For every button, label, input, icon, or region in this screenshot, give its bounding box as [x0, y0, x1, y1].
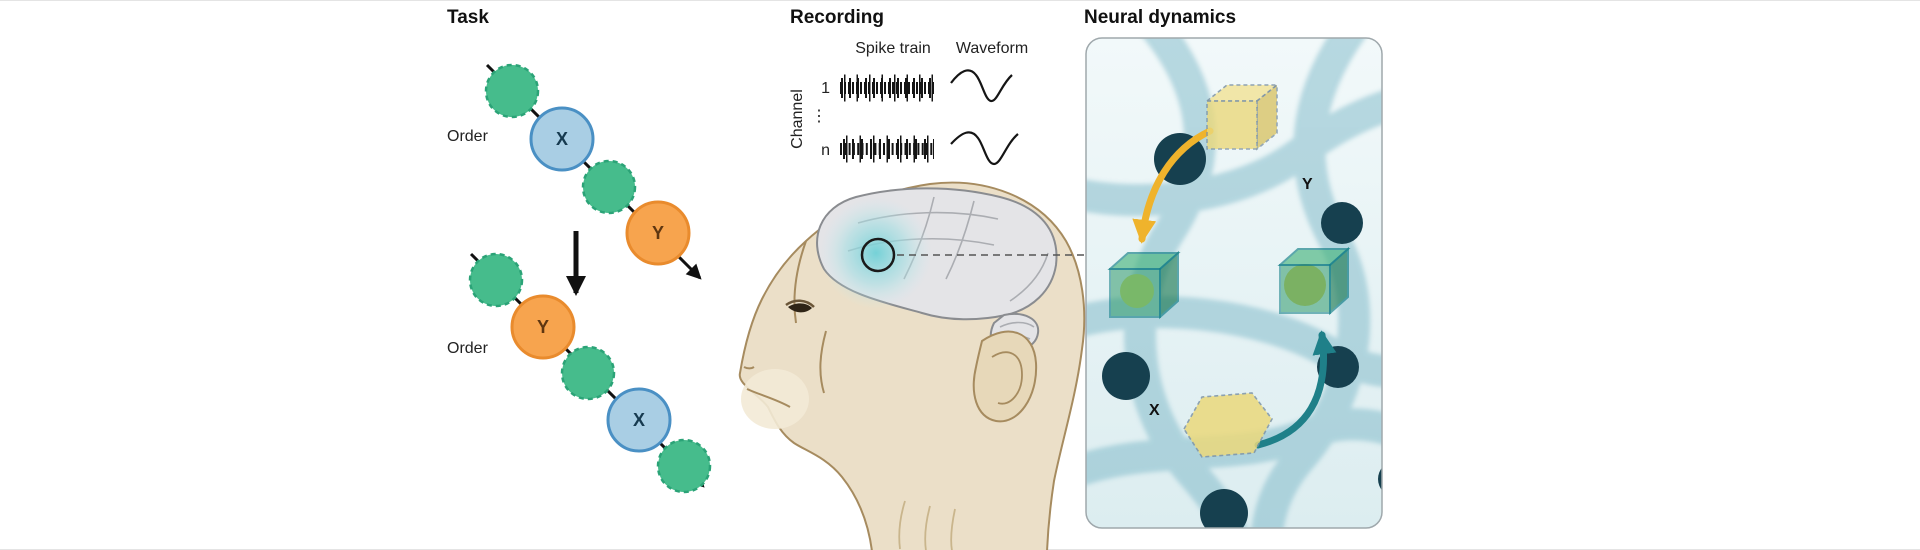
- item-circle-x: [606, 387, 672, 453]
- network-node: [1102, 352, 1150, 400]
- state-cube-y-top: [1204, 83, 1280, 151]
- channel-ellipsis: ⋮: [811, 108, 827, 125]
- task-sequence-2: Order Y X: [447, 252, 712, 494]
- monkey-head: [738, 181, 1086, 550]
- item-circle-green: [468, 252, 524, 308]
- network-panel-border: [1085, 37, 1383, 529]
- task-panel: Task Order X Y Order Y X: [447, 7, 712, 494]
- item-circle-green: [560, 345, 616, 401]
- cube-front-face: [1206, 100, 1258, 150]
- state-cube-green-right: [1277, 246, 1351, 316]
- cube-front-face: [1279, 264, 1331, 314]
- waveform-header: Waveform: [956, 40, 1028, 57]
- sequence-1-order-label: Order: [447, 128, 489, 145]
- channel-last-label: n: [821, 142, 830, 159]
- item-x-label: X: [633, 410, 645, 430]
- waveform-channel-n: [950, 131, 1019, 166]
- monkey-face-lines: [743, 240, 827, 408]
- network-node: [1378, 461, 1382, 497]
- item-circle-x: [529, 106, 595, 172]
- channel-axis-label: Channel: [789, 89, 806, 149]
- item-circle-green: [484, 63, 540, 119]
- state-cube-x-bottom: [1183, 392, 1273, 458]
- spike-train-header: Spike train: [855, 40, 931, 57]
- neural-dynamics-title: Neural dynamics: [1084, 7, 1236, 28]
- monkey-eye: [788, 303, 812, 313]
- state-x-label: X: [1149, 402, 1160, 419]
- transition-arrow-teal: [1254, 330, 1337, 449]
- cube-top-face: [1204, 84, 1280, 102]
- network-node: [1200, 489, 1248, 528]
- network-node: [1317, 346, 1359, 388]
- item-circle-green: [656, 438, 712, 494]
- state-y-label: Y: [1302, 176, 1313, 193]
- recording-panel: Recording Spike train Waveform Channel 1…: [738, 7, 1086, 550]
- item-circle-y: [625, 200, 691, 266]
- item-circle-y: [510, 294, 576, 360]
- task-title: Task: [447, 7, 489, 28]
- item-y-label: Y: [537, 317, 549, 337]
- monkey-ear-inner: [991, 351, 1023, 405]
- monkey-ear: [972, 330, 1038, 423]
- monkey-brain: [816, 187, 1058, 353]
- recording-title: Recording: [790, 7, 884, 28]
- recording-site-glow: [820, 197, 932, 309]
- sequence-2-order-label: Order: [447, 340, 489, 357]
- transition-arrow-yellow: [1132, 127, 1214, 244]
- channel-first-label: 1: [821, 80, 830, 97]
- state-cube-green-left: [1107, 250, 1181, 320]
- neural-dynamics-panel: Neural dynamics Y: [1084, 7, 1383, 529]
- item-circle-green: [581, 159, 637, 215]
- cube-front-face: [1109, 268, 1161, 318]
- monkey-eyelid: [785, 299, 815, 308]
- waveform-channel-1: [950, 69, 1013, 103]
- recording-site-circle: [860, 237, 896, 273]
- item-x-label: X: [556, 129, 568, 149]
- monkey-fur-lines: [898, 500, 956, 550]
- item-y-label: Y: [652, 223, 664, 243]
- network-node: [1321, 202, 1363, 244]
- task-sequence-1: Order X Y: [447, 63, 702, 280]
